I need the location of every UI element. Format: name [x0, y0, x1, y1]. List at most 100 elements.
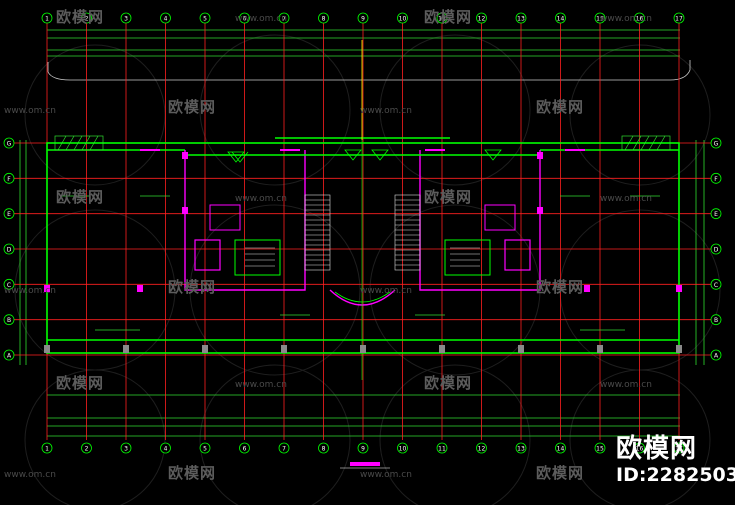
side-dimension-lines	[19, 140, 705, 365]
axis-bubble-label: 7	[282, 16, 286, 23]
axis-bubble	[3, 137, 15, 149]
structural-column	[281, 345, 287, 353]
axis-bubble	[278, 12, 290, 24]
axis-bubble	[160, 12, 171, 24]
axis-bubble	[239, 12, 250, 24]
watermark-url: www.om.cn	[4, 470, 56, 480]
watermark-url: www.om.cn	[360, 106, 412, 116]
structural-column	[182, 152, 188, 159]
structural-column	[584, 285, 590, 292]
axis-bubble	[397, 442, 408, 454]
axis-bubble-label: 10	[399, 446, 407, 453]
watermark-brand: 欧模网	[56, 374, 105, 392]
watermark-brand: 欧模网	[168, 464, 217, 482]
axis-bubble	[120, 12, 132, 24]
axis-bubble-label: 4	[164, 446, 168, 453]
axis-bubble-label: 2	[85, 16, 89, 23]
axis-bubble-label: 8	[322, 16, 326, 23]
structural-column	[360, 345, 366, 353]
axis-bubble	[3, 208, 15, 220]
axis-bubble	[41, 12, 53, 24]
structural-column	[44, 345, 50, 353]
axis-bubble-label: 17	[675, 446, 683, 453]
axis-bubble-label: 7	[282, 446, 286, 453]
axis-bubble	[555, 442, 566, 454]
axis-bubble	[710, 278, 722, 290]
watermark-url: www.om.cn	[235, 14, 287, 24]
axis-bubble	[710, 172, 722, 184]
axis-bubble	[3, 172, 15, 184]
axis-bubble-label: 13	[517, 16, 525, 23]
axis-bubble	[239, 442, 250, 454]
structural-column	[202, 345, 208, 353]
axis-bubble-label: 15	[596, 16, 604, 23]
watermark-brand: 欧模网	[424, 374, 473, 392]
structural-column	[537, 152, 543, 159]
watermark-url: www.om.cn	[360, 470, 412, 480]
axis-bubble	[710, 243, 722, 255]
axis-bubble	[436, 442, 448, 454]
top-dimension-lines	[47, 29, 680, 57]
axis-bubble-label: 8	[322, 446, 326, 453]
structural-column	[182, 207, 188, 214]
axis-bubble-label: 9	[361, 446, 365, 453]
watermark-brand: 欧模网	[536, 98, 585, 116]
axis-bubble-label: 3	[124, 446, 128, 453]
axis-bubble	[594, 442, 606, 454]
structural-column	[676, 285, 682, 292]
axis-bubble-label: G	[714, 141, 719, 148]
axis-bubble	[710, 137, 722, 149]
axis-bubble	[357, 12, 369, 24]
balcony-hatches	[54, 135, 671, 151]
watermark-brand: 欧模网	[536, 278, 585, 296]
axis-bubble-label: 14	[557, 16, 565, 23]
axis-bubble	[515, 442, 527, 454]
axis-bubble-label: F	[714, 176, 718, 183]
axis-bubble	[3, 278, 15, 290]
axis-bubble	[318, 442, 329, 454]
axis-bubble	[318, 12, 329, 24]
axis-bubble-label: 11	[438, 446, 446, 453]
axis-bubble	[81, 442, 92, 454]
axis-bubble	[3, 349, 15, 361]
watermark-url: www.om.cn	[4, 286, 56, 296]
axis-bubble-label: 5	[203, 446, 207, 453]
axis-bubble	[710, 208, 722, 220]
axis-bubble	[634, 442, 645, 454]
axis-bubble-label: 14	[557, 446, 565, 453]
watermark-brand: 欧模网	[424, 8, 473, 26]
axis-bubble-label: 15	[596, 446, 604, 453]
axis-bubble-label: B	[7, 317, 11, 324]
structural-column	[676, 345, 682, 353]
structural-column	[123, 345, 129, 353]
axis-bubble-label: 10	[399, 16, 407, 23]
structural-column	[44, 285, 50, 292]
watermark-url: www.om.cn	[235, 194, 287, 204]
axis-bubble	[634, 12, 645, 24]
watermark-url: www.om.cn	[360, 286, 412, 296]
axis-bubble	[357, 442, 369, 454]
axis-bubble-label: 6	[243, 446, 247, 453]
axis-bubble-label: 3	[124, 16, 128, 23]
axis-bubble	[710, 349, 722, 361]
axis-bubble-label: 9	[361, 16, 365, 23]
watermark-brand: 欧模网	[168, 278, 217, 296]
watermark-url: www.om.cn	[235, 380, 287, 390]
axis-bubble	[476, 442, 487, 454]
axis-bubble	[436, 12, 448, 24]
axis-bubble-label: G	[7, 141, 12, 148]
axis-bubble-label: 1	[45, 16, 49, 23]
structural-column	[518, 345, 524, 353]
landscape-marks	[227, 149, 502, 163]
axis-bubble	[673, 12, 685, 24]
axis-bubble-label: E	[714, 211, 718, 218]
axis-bubble	[673, 442, 685, 454]
axis-bubble	[476, 12, 487, 24]
brand-name: 欧模网	[616, 434, 698, 464]
axis-bubble	[397, 12, 408, 24]
site-boundary-curve	[47, 60, 691, 81]
axis-bubble-label: 12	[478, 16, 486, 23]
axis-bubble-label: 2	[85, 446, 89, 453]
